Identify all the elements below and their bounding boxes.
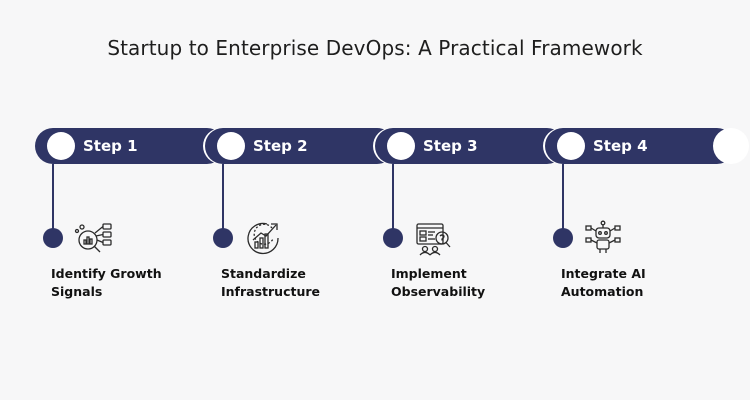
- step-label: Implement Observability: [391, 266, 486, 299]
- connector-line: [52, 164, 54, 230]
- connector-line: [562, 164, 564, 230]
- timeline-dot: [553, 228, 573, 248]
- step-pill: Step 4: [545, 128, 749, 164]
- pill-notch: [713, 128, 749, 164]
- magnifier-chart-icon: [73, 218, 113, 258]
- step-1: Step 1 Identify Growth Signals: [35, 128, 239, 378]
- step-3: Step 3 Implement Observability: [375, 128, 579, 378]
- step-pill: Step 1: [35, 128, 239, 164]
- pill-circle: [217, 132, 245, 160]
- growth-arrow-icon: [243, 218, 283, 258]
- step-pill-label: Step 4: [593, 137, 648, 155]
- step-label: Identify Growth Signals: [51, 266, 162, 299]
- timeline-dot: [43, 228, 63, 248]
- connector-line: [222, 164, 224, 230]
- page-title: Startup to Enterprise DevOps: A Practica…: [107, 36, 643, 60]
- robot-icon: [583, 218, 623, 258]
- step-label: Integrate AI Automation: [561, 266, 646, 299]
- pill-circle: [47, 132, 75, 160]
- connector-line: [392, 164, 394, 230]
- step-label: Standardize Infrastructure: [221, 266, 320, 299]
- step-pill-label: Step 3: [423, 137, 478, 155]
- step-pill-label: Step 2: [253, 137, 308, 155]
- dashboard-monitor-icon: [413, 218, 453, 258]
- step-pill: Step 3: [375, 128, 579, 164]
- step-4: Step 4 Integrate AI Automation: [545, 128, 749, 378]
- pill-circle: [557, 132, 585, 160]
- timeline-dot: [213, 228, 233, 248]
- step-2: Step 2 Standardize Infrastructure: [205, 128, 409, 378]
- timeline-dot: [383, 228, 403, 248]
- step-pill: Step 2: [205, 128, 409, 164]
- step-pill-label: Step 1: [83, 137, 138, 155]
- pill-circle: [387, 132, 415, 160]
